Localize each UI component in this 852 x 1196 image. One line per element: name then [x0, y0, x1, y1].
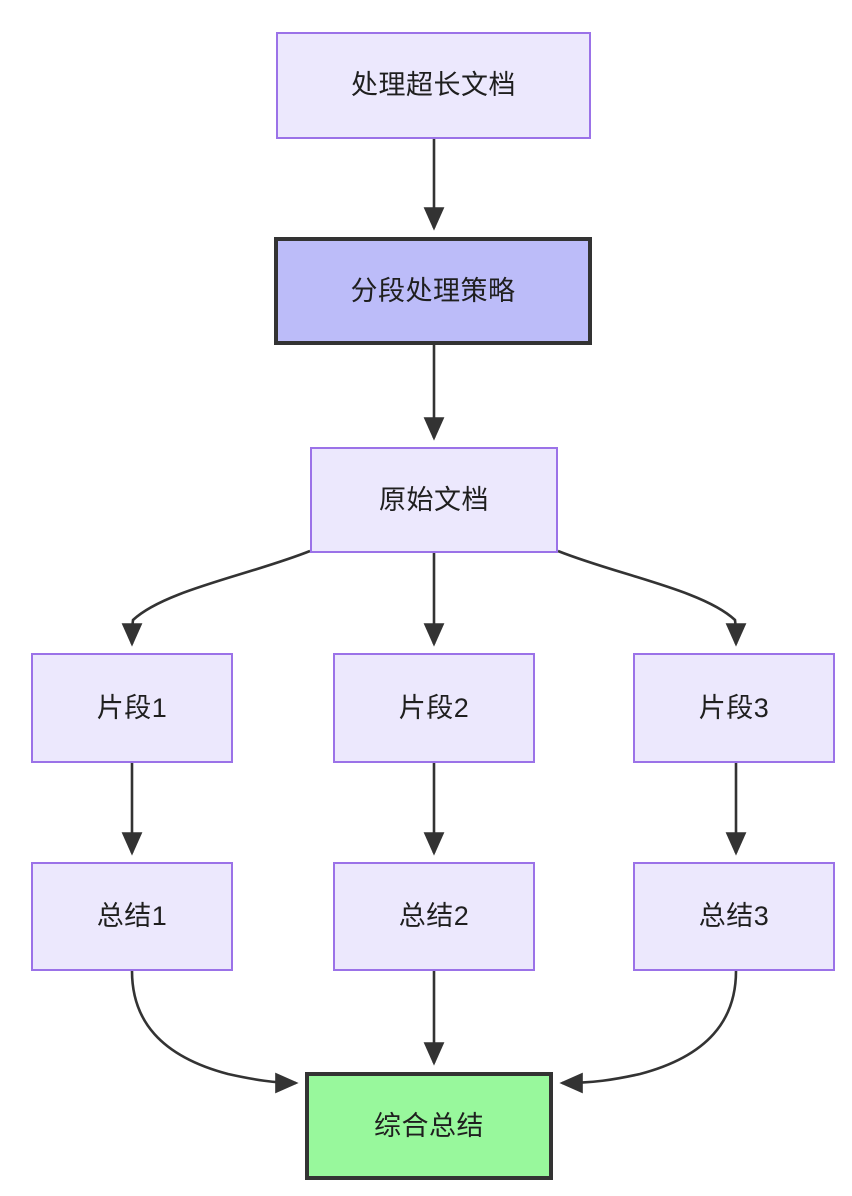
- node-sum1[interactable]: 总结1: [31, 862, 233, 971]
- node-label-doc_long: 处理超长文档: [351, 70, 516, 101]
- node-label-frag2: 片段2: [398, 692, 470, 723]
- node-label-sum2: 总结2: [398, 901, 470, 932]
- edge-sum3-to-final: [559, 970, 738, 1094]
- node-label-frag3: 片段3: [698, 692, 770, 723]
- node-doc_long[interactable]: 处理超长文档: [276, 32, 591, 139]
- node-frag3[interactable]: 片段3: [633, 653, 835, 763]
- node-label-sum1: 总结1: [96, 901, 168, 932]
- node-source[interactable]: 原始文档: [310, 447, 558, 553]
- edge-sum1-to-final: [130, 970, 299, 1094]
- node-frag2[interactable]: 片段2: [333, 653, 535, 763]
- edge-source-to-frag3: [557, 549, 747, 647]
- node-label-final: 综合总结: [374, 1110, 484, 1141]
- node-sum2[interactable]: 总结2: [333, 862, 535, 971]
- node-label-strategy: 分段处理策略: [350, 275, 516, 306]
- node-sum3[interactable]: 总结3: [633, 862, 835, 971]
- node-frag1[interactable]: 片段1: [31, 653, 233, 763]
- node-label-source: 原始文档: [379, 484, 489, 515]
- node-label-frag1: 片段1: [96, 692, 168, 723]
- node-label-sum3: 总结3: [698, 901, 770, 932]
- edge-source-to-frag1: [121, 549, 311, 647]
- node-final[interactable]: 综合总结: [305, 1072, 553, 1180]
- node-strategy[interactable]: 分段处理策略: [274, 237, 592, 345]
